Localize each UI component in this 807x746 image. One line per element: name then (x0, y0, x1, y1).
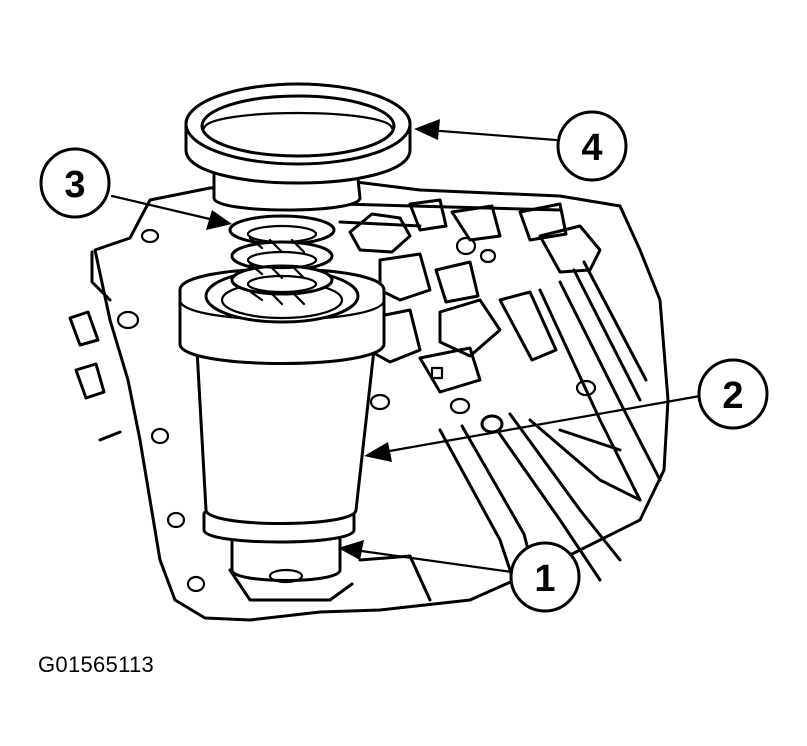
callout-4-label: 4 (581, 127, 602, 169)
callout-3: 3 (39, 147, 111, 219)
callout-3-label: 3 (64, 164, 85, 206)
callout-1: 1 (509, 541, 581, 613)
figure-code: G01565113 (38, 652, 155, 677)
callout-1-label: 1 (534, 558, 555, 600)
callout-leaders (110, 119, 702, 574)
accumulator-piston-assembly (178, 267, 386, 584)
callout-2-label: 2 (722, 375, 743, 417)
cover-cap (184, 82, 412, 212)
callout-2: 2 (697, 358, 769, 430)
valve-body-housing (68, 178, 670, 622)
spring (228, 214, 336, 306)
callout-4: 4 (556, 110, 628, 182)
